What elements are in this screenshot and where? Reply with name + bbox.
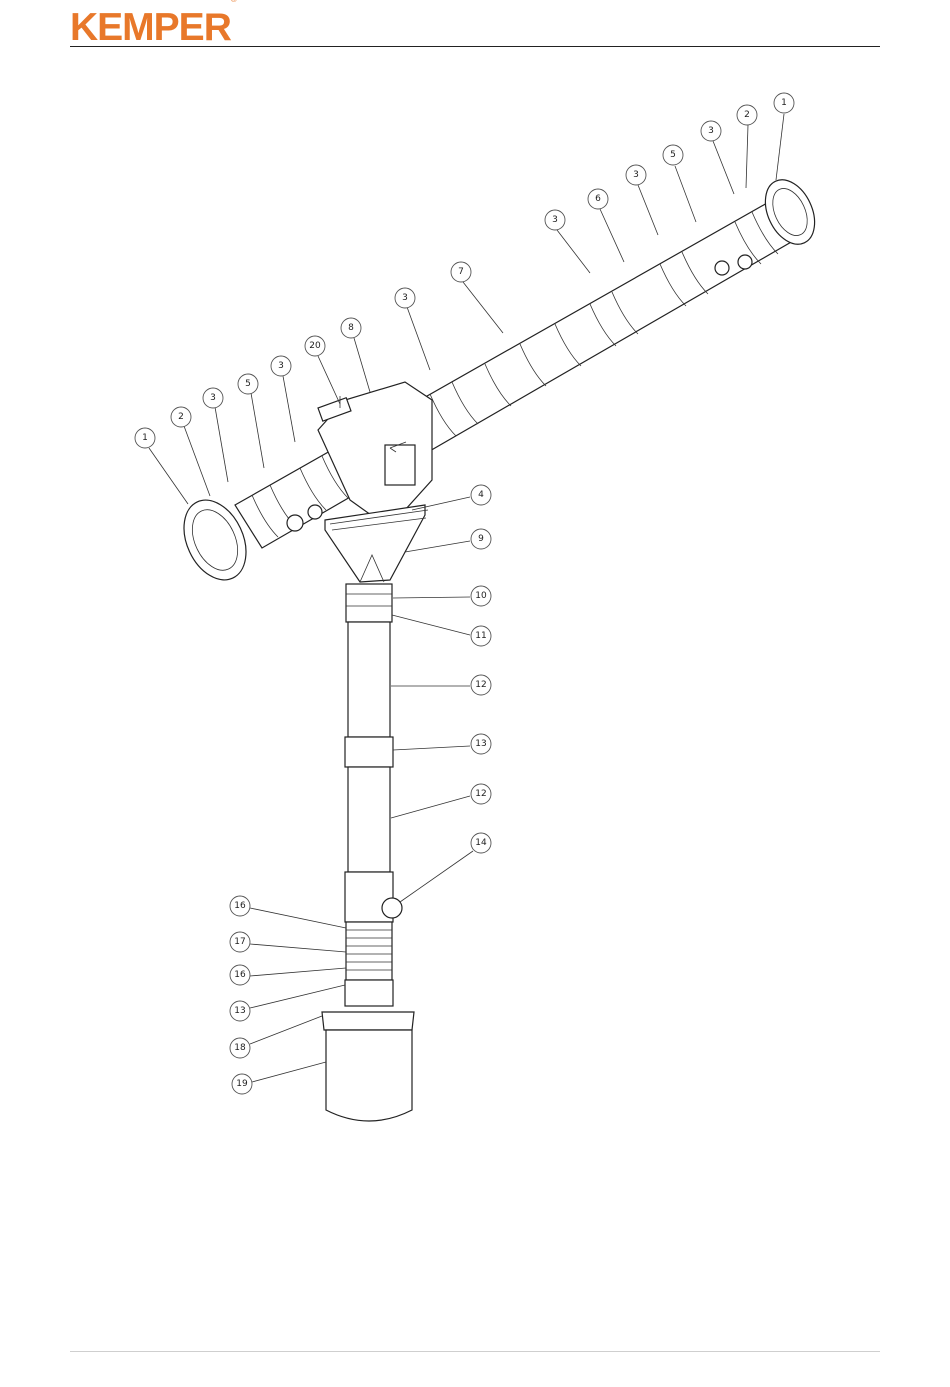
callout-12: 3 (626, 165, 646, 185)
callout-28: 13 (230, 1001, 250, 1021)
callout-14: 3 (701, 121, 721, 141)
callout-8: 3 (395, 288, 415, 308)
funnel-hopper (325, 505, 425, 582)
callout-25: 16 (230, 896, 250, 916)
svg-text:9: 9 (478, 534, 484, 544)
callout-10: 3 (545, 210, 565, 230)
callout-11: 6 (588, 189, 608, 209)
callout-16: 1 (774, 93, 794, 113)
svg-text:16: 16 (234, 901, 246, 911)
side-port (382, 898, 402, 918)
svg-text:14: 14 (475, 838, 487, 848)
flexible-hose (346, 922, 392, 980)
svg-text:16: 16 (234, 970, 246, 980)
right-inspection-port-2 (738, 255, 752, 269)
svg-text:18: 18 (234, 1043, 246, 1053)
svg-text:7: 7 (458, 267, 464, 277)
left-inspection-port-2 (308, 505, 322, 519)
collection-bin (326, 1030, 412, 1121)
callout-30: 19 (232, 1074, 252, 1094)
svg-text:13: 13 (234, 1006, 245, 1016)
callout-2: 2 (171, 407, 191, 427)
callout-21: 12 (471, 675, 491, 695)
callout-20: 11 (471, 626, 491, 646)
svg-text:3: 3 (402, 293, 408, 303)
svg-text:2: 2 (178, 412, 184, 422)
callout-23: 12 (471, 784, 491, 804)
svg-text:3: 3 (210, 393, 216, 403)
callout-15: 2 (737, 105, 757, 125)
left-inspection-port (287, 515, 303, 531)
horizontal-duct-assembly (172, 172, 824, 590)
housing-inspection-cover (385, 445, 415, 485)
footer-rule (70, 1351, 880, 1352)
svg-text:5: 5 (670, 150, 676, 160)
callout-3: 3 (203, 388, 223, 408)
svg-text:1: 1 (781, 98, 787, 108)
bin-lid (322, 1012, 414, 1030)
callout-13: 5 (663, 145, 683, 165)
svg-text:10: 10 (475, 591, 487, 601)
svg-text:6: 6 (595, 194, 601, 204)
callout-24: 14 (471, 833, 491, 853)
callout-26: 17 (230, 932, 250, 952)
svg-text:11: 11 (475, 631, 486, 641)
svg-text:8: 8 (348, 323, 354, 333)
callout-18: 9 (471, 529, 491, 549)
vertical-clamp-middle (345, 737, 393, 767)
svg-text:17: 17 (234, 937, 245, 947)
svg-text:3: 3 (552, 215, 558, 225)
svg-text:1: 1 (142, 433, 148, 443)
svg-text:20: 20 (309, 341, 321, 351)
callout-5: 3 (271, 356, 291, 376)
svg-text:3: 3 (633, 170, 639, 180)
callout-4: 5 (238, 374, 258, 394)
horizontal-duct-body (235, 190, 812, 548)
callout-29: 18 (230, 1038, 250, 1058)
svg-text:4: 4 (478, 490, 484, 500)
svg-text:2: 2 (744, 110, 750, 120)
callout-19: 10 (471, 586, 491, 606)
svg-text:5: 5 (245, 379, 251, 389)
right-inspection-port (715, 261, 729, 275)
callout-17: 4 (471, 485, 491, 505)
svg-text:12: 12 (475, 789, 486, 799)
svg-text:3: 3 (708, 126, 714, 136)
callout-1: 1 (135, 428, 155, 448)
vertical-pipe-upper (348, 622, 390, 737)
callout-6: 20 (305, 336, 325, 356)
svg-text:3: 3 (278, 361, 284, 371)
svg-text:13: 13 (475, 739, 486, 749)
callout-22: 13 (471, 734, 491, 754)
callout-7: 8 (341, 318, 361, 338)
vertical-coupling-top (346, 584, 392, 622)
callout-27: 16 (230, 965, 250, 985)
vertical-pipe-lower (348, 767, 390, 872)
svg-text:19: 19 (236, 1079, 248, 1089)
callout-9: 7 (451, 262, 471, 282)
svg-text:12: 12 (475, 680, 486, 690)
bin-clamp (345, 980, 393, 1006)
